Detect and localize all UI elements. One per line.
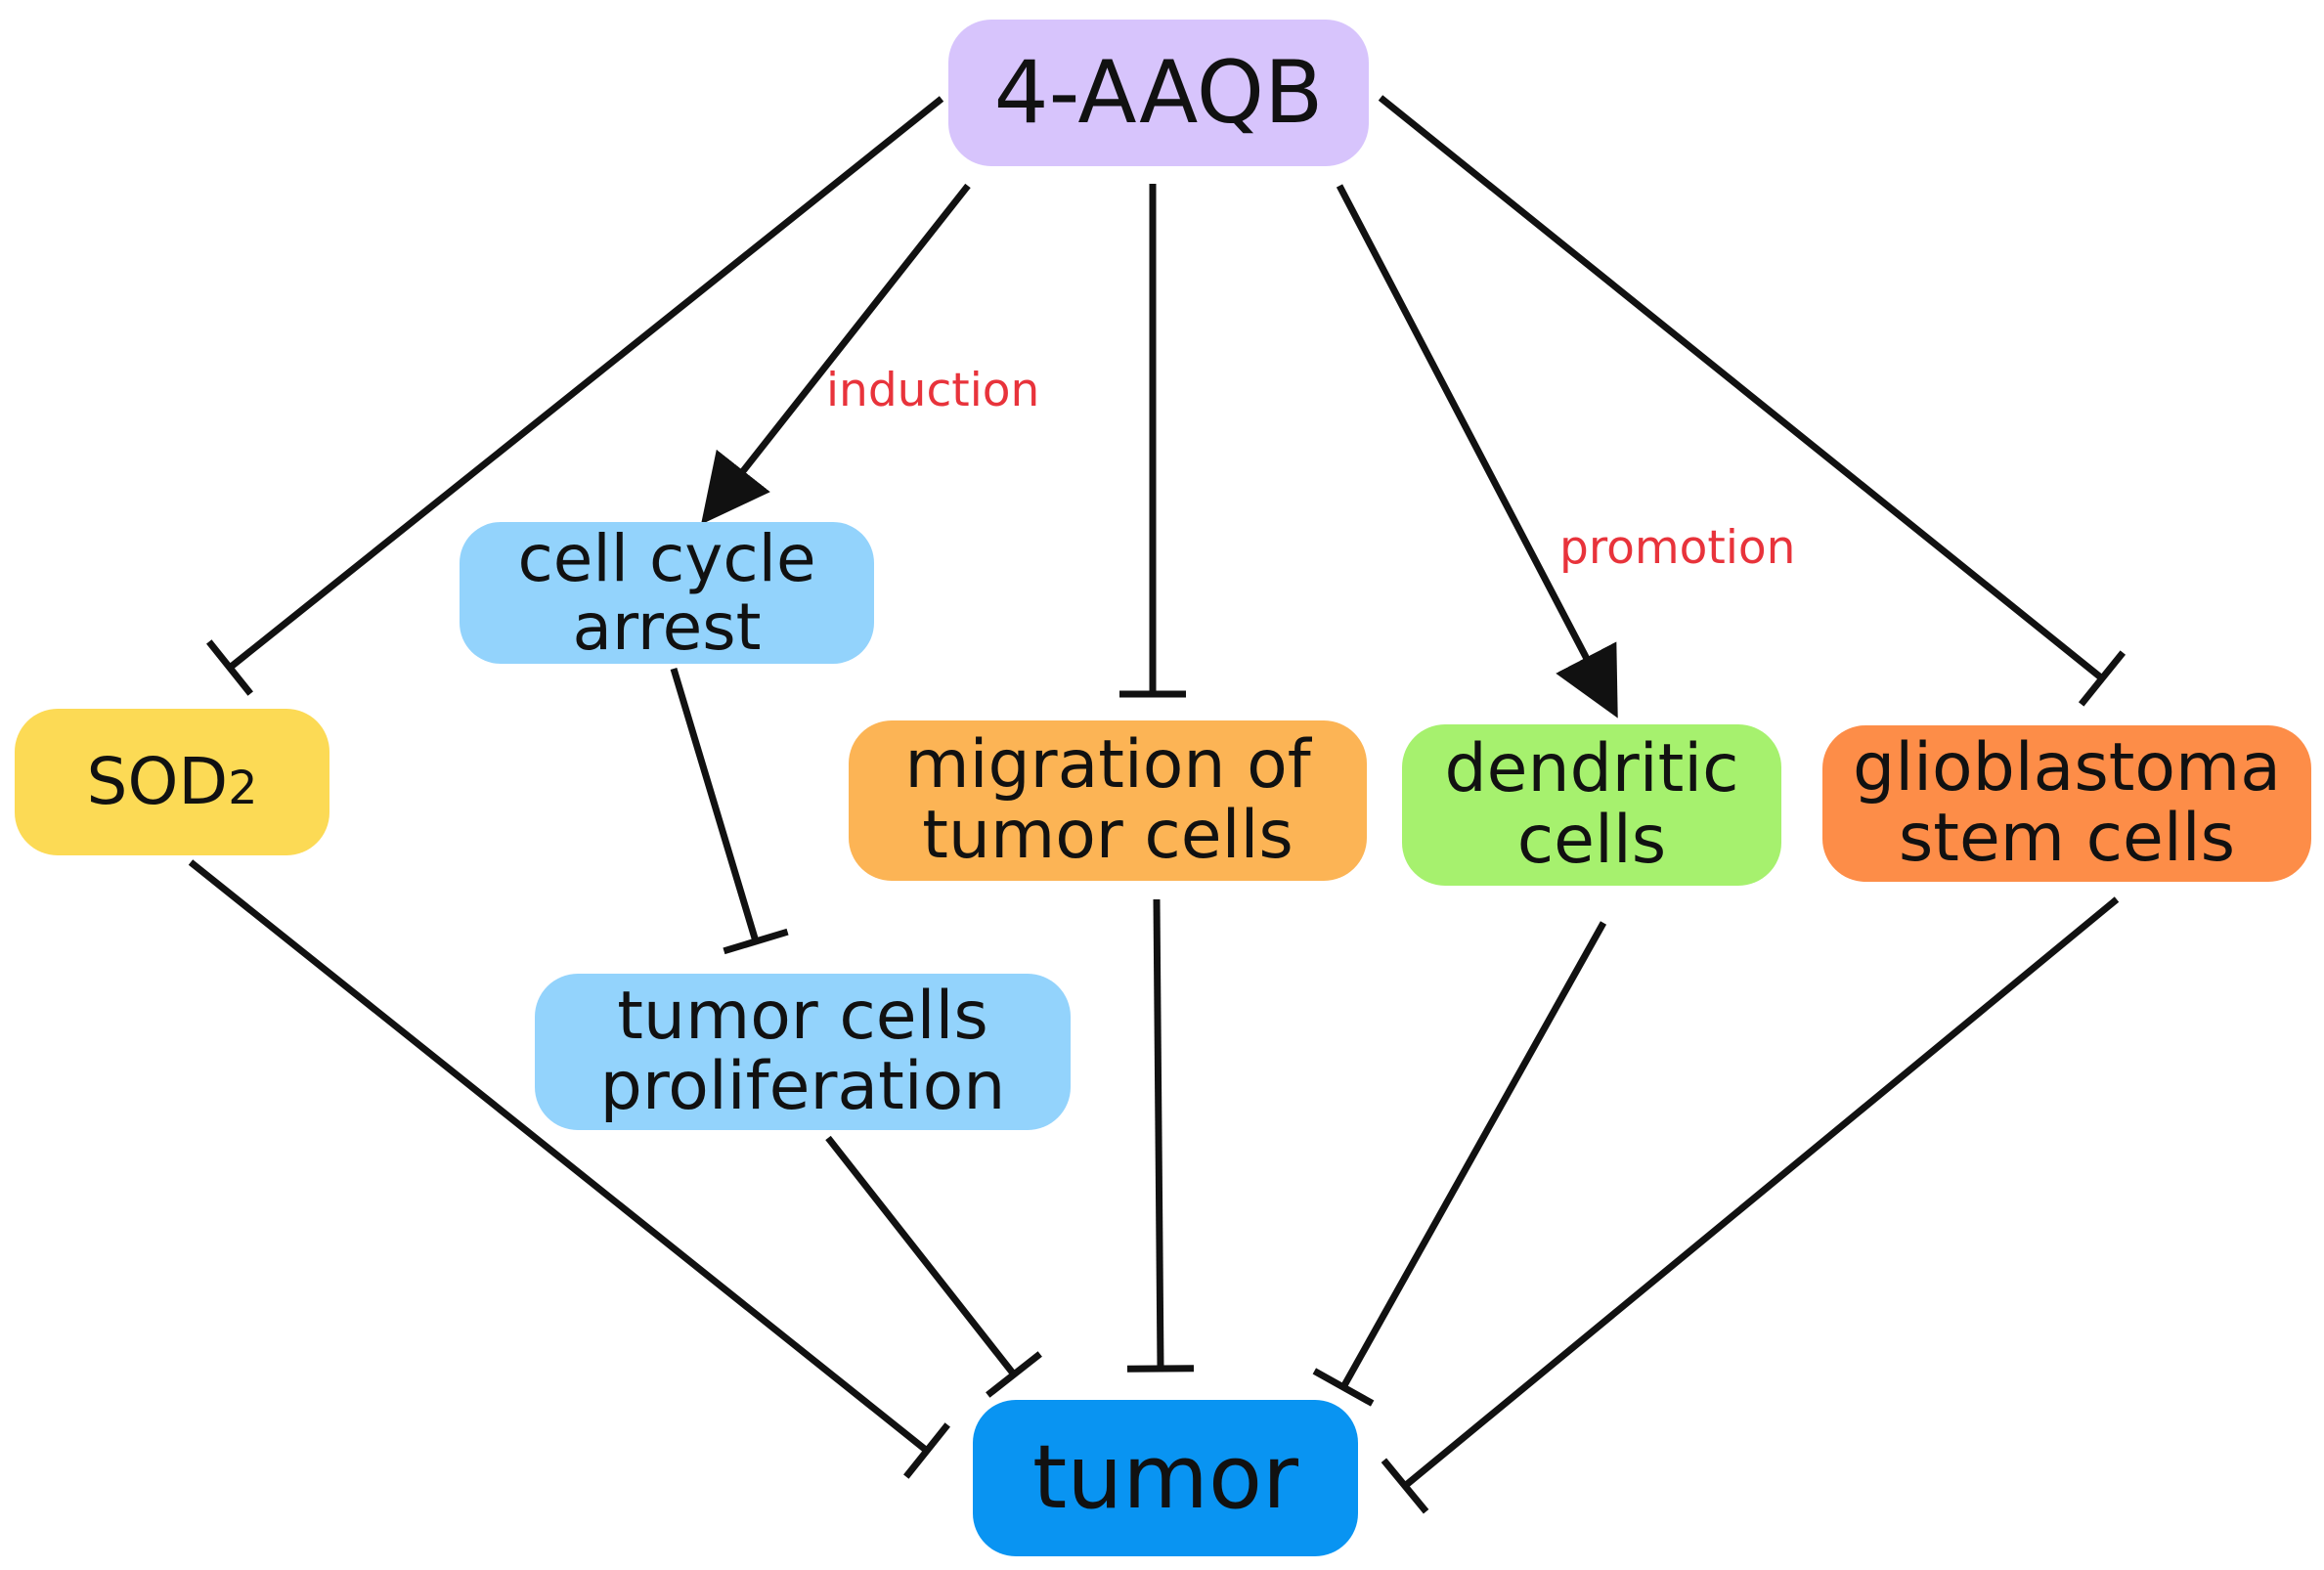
edge-aaqb-to-cell-cycle-arrest-line xyxy=(701,183,971,525)
edge-migration-to-tumor-line xyxy=(1153,898,1164,1370)
edge-aaqb-to-dendritic xyxy=(1336,184,1618,719)
node-tumor-cells-proliferation: tumor cells proliferation xyxy=(535,974,1071,1130)
edge-cell-cycle-arrest-to-proliferation-line xyxy=(670,667,760,943)
edge-cell-cycle-arrest-to-proliferation-inhibition-bar xyxy=(723,928,789,955)
node-glioblastoma-stem-cells: glioblastoma stem cells xyxy=(1822,725,2311,882)
edge-label-promotion: promotion xyxy=(1559,521,1796,575)
node-sod2-label: SOD2 xyxy=(87,748,258,816)
edge-sod2-to-tumor-inhibition-bar xyxy=(903,1422,950,1479)
node-sod2-subscript: 2 xyxy=(228,762,258,816)
edge-aaqb-to-sod2-inhibition-bar xyxy=(206,639,253,696)
edge-aaqb-to-glioblastoma xyxy=(1378,95,2127,707)
node-tumor: tumor xyxy=(973,1400,1358,1556)
node-proliferation-line-1: tumor cells xyxy=(617,977,988,1055)
node-dendritic-line-1: dendritic xyxy=(1444,730,1739,808)
node-glioblastoma-line-1: glioblastoma xyxy=(1853,728,2281,807)
node-cell-cycle-arrest-line-2: arrest xyxy=(572,589,762,665)
node-cell-cycle-arrest-line-1: cell cycle xyxy=(517,520,816,596)
edge-cell-cycle-arrest-to-proliferation xyxy=(670,667,789,955)
node-dendritic-line-2: cells xyxy=(1516,801,1667,879)
edge-proliferation-to-tumor-inhibition-bar xyxy=(986,1351,1042,1398)
edge-proliferation-to-tumor xyxy=(825,1135,1042,1398)
edge-migration-to-tumor-inhibition-bar xyxy=(1126,1365,1195,1373)
node-4-aaqb: 4-AAQB xyxy=(948,20,1369,166)
node-sod2-main-text: SOD xyxy=(86,744,229,820)
edge-label-induction: induction xyxy=(826,364,1040,417)
node-sod2: SOD2 xyxy=(15,709,329,855)
edge-aaqb-to-glioblastoma-inhibition-bar xyxy=(2078,650,2127,707)
edge-aaqb-to-sod2-line xyxy=(227,96,944,671)
edge-aaqb-to-sod2 xyxy=(206,96,944,696)
edge-glioblastoma-to-tumor xyxy=(1381,896,2120,1514)
node-migration-line-2: tumor cells xyxy=(922,797,1294,874)
node-tumor-label: tumor xyxy=(1031,1426,1299,1530)
edge-sod2-to-tumor-line xyxy=(188,859,930,1454)
node-migration-line-1: migration of xyxy=(904,725,1311,804)
edge-proliferation-to-tumor-line xyxy=(825,1135,1017,1377)
node-cell-cycle-arrest: cell cycle arrest xyxy=(460,522,874,664)
edge-aaqb-to-dendritic-line xyxy=(1336,184,1618,719)
node-dendritic-cells: dendritic cells xyxy=(1402,724,1781,886)
edge-migration-to-tumor xyxy=(1126,898,1195,1373)
node-proliferation-line-2: proliferation xyxy=(599,1048,1006,1125)
edge-dendritic-to-tumor-line xyxy=(1339,921,1607,1389)
edge-sod2-to-tumor xyxy=(188,859,950,1479)
node-migration-of-tumor-cells: migration of tumor cells xyxy=(849,720,1367,881)
node-glioblastoma-line-2: stem cells xyxy=(1898,800,2236,877)
edge-dendritic-to-tumor-inhibition-bar xyxy=(1312,1368,1375,1407)
edge-glioblastoma-to-tumor-inhibition-bar xyxy=(1381,1458,1429,1514)
edge-aaqb-to-migration xyxy=(1119,184,1186,698)
edge-layer xyxy=(188,95,2127,1514)
edge-aaqb-to-glioblastoma-line xyxy=(1378,95,2105,681)
edge-dendritic-to-tumor xyxy=(1312,921,1607,1407)
node-4-aaqb-label: 4-AAQB xyxy=(993,42,1324,144)
edge-aaqb-to-cell-cycle-arrest xyxy=(701,183,971,525)
edge-glioblastoma-to-tumor-line xyxy=(1402,896,2120,1489)
